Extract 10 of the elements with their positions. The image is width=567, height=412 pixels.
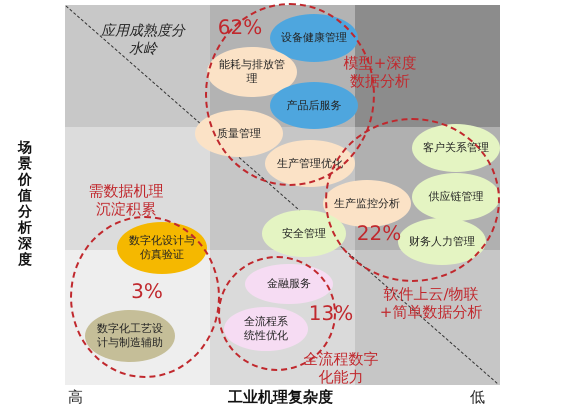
group-caption: 需数据机理沉淀积累 bbox=[88, 182, 164, 218]
axis-end-label: 高 bbox=[68, 388, 83, 407]
axis-end-label: 低 bbox=[470, 388, 485, 407]
group-caption: 软件上云/物联+简单数据分析 bbox=[378, 285, 484, 321]
percentage-label: 13% bbox=[308, 302, 354, 325]
maturity-divide-label: 应用成熟度分水岭 bbox=[100, 22, 186, 58]
axis-title: 场景价值分析深度 bbox=[18, 140, 33, 268]
percentage-label: 3% bbox=[130, 280, 164, 303]
percentage-label: 62% bbox=[216, 16, 264, 39]
axis-title: 工业机理复杂度 bbox=[228, 388, 333, 407]
